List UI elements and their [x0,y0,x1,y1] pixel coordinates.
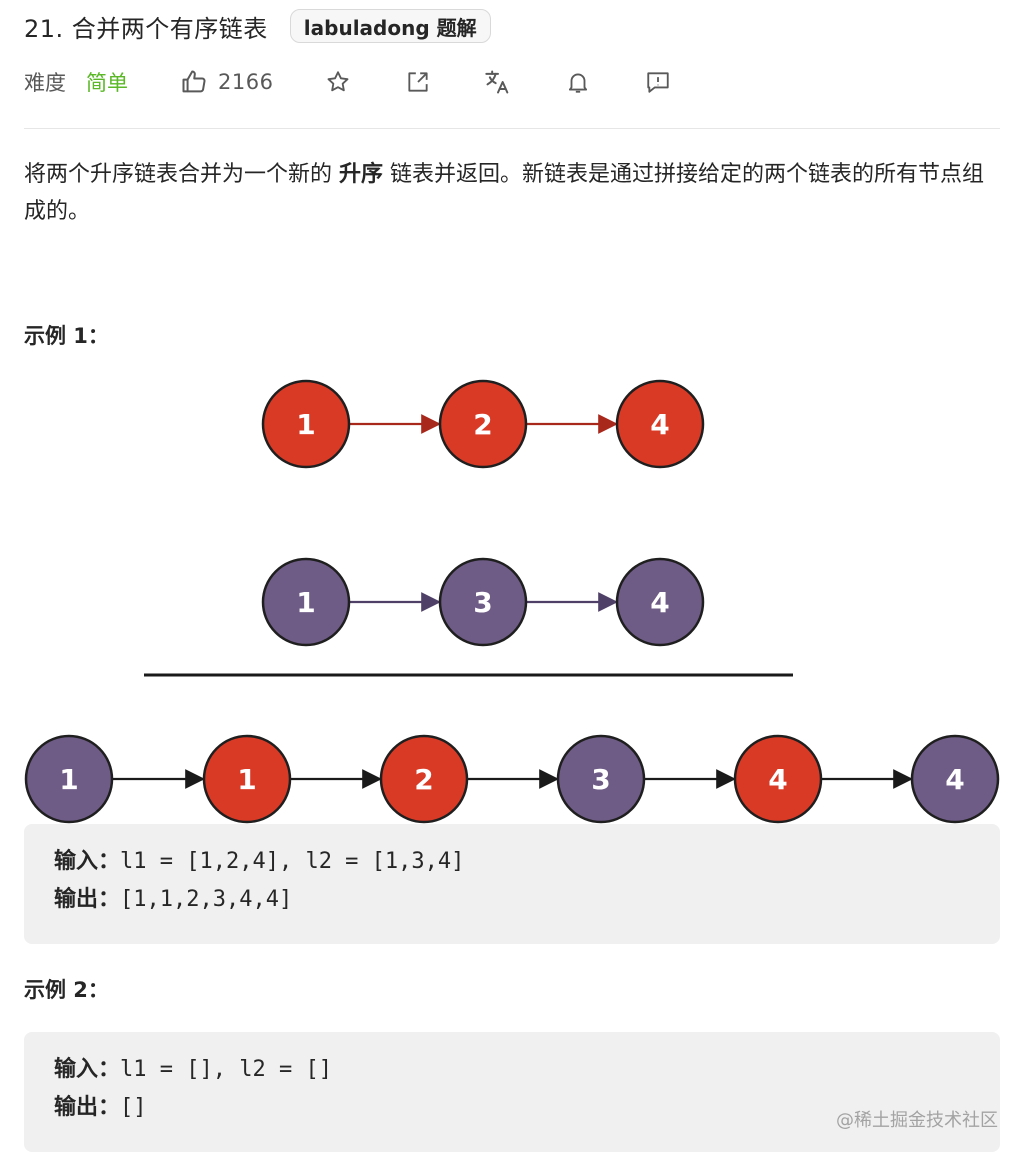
solution-badge[interactable]: labuladong 题解 [289,9,491,43]
merged-node-label: 2 [414,763,433,796]
list1-node [261,379,351,469]
list1-node [438,379,528,469]
merged-node-label: 4 [768,763,787,796]
description-emphasis: 升序 [339,162,384,187]
description-text: 将两个升序链表合并为一个新的 [24,162,339,187]
linked-list-diagram: 1 2 4 1 3 4 1 1 2 3 4 4 [24,379,1000,824]
merged-node [379,734,469,824]
merged-node-label: 4 [945,763,964,796]
title-row: 21. 合并两个有序链表 labuladong 题解 [24,6,491,46]
merged-node-label: 1 [237,763,256,796]
problem-description: 将两个升序链表合并为一个新的 升序 链表并返回。新链表是通过拼接给定的两个链表的… [24,156,1000,230]
merged-node [733,734,823,824]
translate-button[interactable] [483,67,513,97]
list1-node [615,379,705,469]
input-label: 输入： [54,849,121,874]
merged-node [202,734,292,824]
input-value: l1 = [1,2,4], l2 = [1,3,4] [120,849,465,874]
translate-icon [485,70,509,94]
merged-node [24,734,114,824]
share-icon [408,72,429,92]
example-2-input: 输入：l1 = [], l2 = [] [54,1051,970,1089]
like-count: 2166 [218,70,274,94]
merged-node-label: 3 [591,763,610,796]
merged-node [910,734,1000,824]
feedback-icon [647,72,670,93]
share-button[interactable] [403,67,433,97]
output-label: 输出： [54,1095,121,1120]
example-1-input: 输入：l1 = [1,2,4], l2 = [1,3,4] [54,843,970,881]
example-2-code: 输入：l1 = [], l2 = [] 输出：[] [24,1032,1000,1152]
example-2-title: 示例 2： [24,978,109,1002]
example-1-code: 输入：l1 = [1,2,4], l2 = [1,3,4] 输出：[1,1,2,… [24,824,1000,944]
problem-title: 21. 合并两个有序链表 [24,14,268,43]
divider [24,128,1000,129]
list2-node [615,557,705,647]
example-2-output: 输出：[] [54,1089,970,1127]
watermark: @稀土掘金技术社区 [836,1110,998,1131]
meta-row: 难度 简单 2166 [24,62,673,102]
star-icon [327,71,349,92]
feedback-button[interactable] [643,67,673,97]
list2-node-label: 3 [473,586,492,619]
list2-node-label: 1 [296,586,315,619]
difficulty-label: 难度 [24,71,66,95]
list2-node-label: 4 [650,586,669,619]
merged-node [556,734,646,824]
list2-node [261,557,351,647]
difficulty-badge: 简单 [86,71,128,95]
favorite-button[interactable] [323,67,353,97]
thumbs-up-icon [182,70,206,93]
bell-icon [569,73,588,93]
example-1-title: 示例 1： [24,324,109,348]
description-text-end: 链表并返回。新链表是通过拼接给定的两个链表的所有节点组成的。 [24,162,985,224]
subscribe-button[interactable] [563,67,593,97]
list1-node-label: 2 [473,408,492,441]
output-label: 输出： [54,887,121,912]
output-value: [1,1,2,3,4,4] [120,887,293,912]
input-label: 输入： [54,1057,121,1082]
list1-node-label: 1 [296,408,315,441]
merged-node-label: 1 [59,763,78,796]
like-button[interactable]: 2166 [180,68,273,96]
input-value: l1 = [], l2 = [] [120,1057,332,1082]
list2-node [438,557,528,647]
example-1-output: 输出：[1,1,2,3,4,4] [54,881,970,919]
list1-node-label: 4 [650,408,669,441]
output-value: [] [120,1095,147,1120]
